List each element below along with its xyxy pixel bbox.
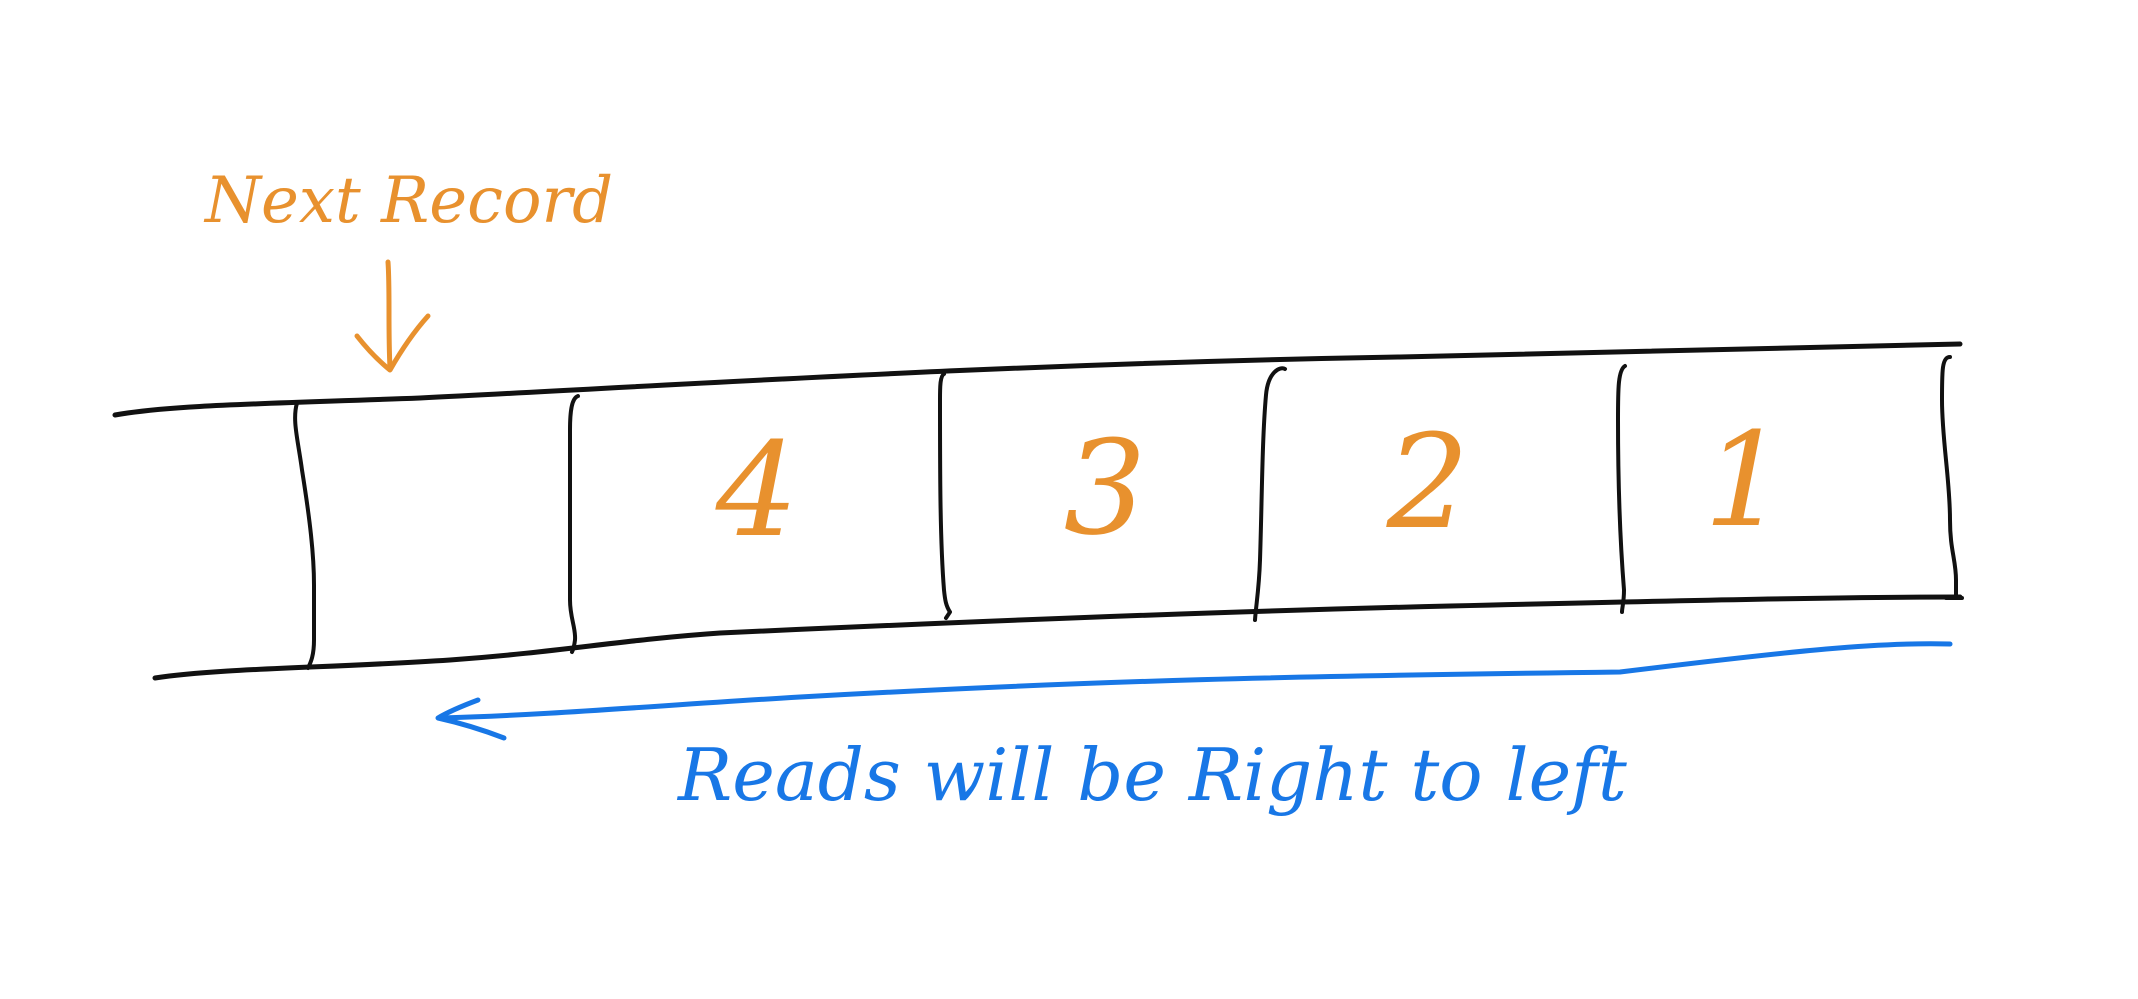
slot-label-4: 4 (715, 414, 799, 566)
buffer-bottom-edge (152, 594, 1963, 681)
left-arrow-icon (435, 641, 1953, 741)
down-arrow-icon (354, 259, 431, 373)
slot-label-3: 3 (1064, 412, 1147, 564)
slot-label-2: 2 (1386, 406, 1470, 558)
slot-label-1: 1 (1704, 404, 1787, 556)
reading-direction-caption: Reads will be Right to left (676, 733, 1628, 817)
divider-4 (1253, 366, 1287, 622)
divider-6 (1940, 355, 1958, 600)
buffer-top-edge (112, 341, 1963, 418)
divider-2 (568, 394, 580, 654)
next-record-label: Next Record (203, 164, 613, 238)
divider-3 (938, 372, 952, 620)
divider-1 (293, 401, 316, 670)
divider-5 (1616, 364, 1627, 614)
